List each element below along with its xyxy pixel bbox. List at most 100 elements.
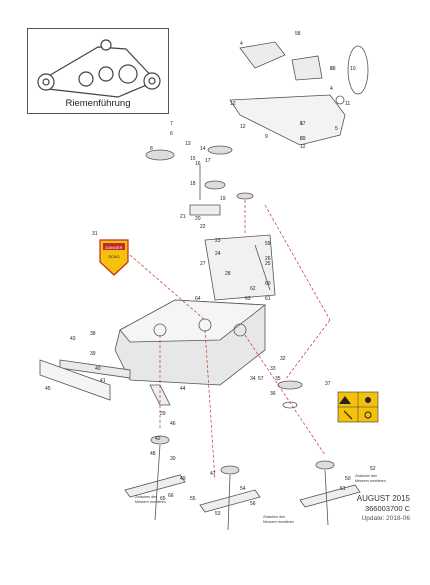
callout-number: 10 [350,66,356,72]
callout-number: 64 [195,296,201,302]
footer-part-number: 366003700 C [364,504,410,513]
document-footer: AUGUST 2015 366003700 C Update: 2018-06 [357,494,410,524]
callout-number: 65 [160,496,166,502]
callout-number: 33 [270,366,276,372]
spindle-assembly-right [315,460,335,470]
callout-number: 7 [170,121,173,127]
callout-number: 69 [300,136,306,142]
callout-number: 29 [160,411,166,417]
assembly-notes: Zwischen den Messern montieren Zwischen … [135,474,386,524]
baffle-plate [39,359,111,401]
callout-number: 49 [180,476,186,482]
note-right-line-1: Zwischen den [355,474,377,478]
idler-pulley-mid [204,180,226,190]
callout-number: 17 [205,158,211,164]
routing-pulley-left [37,73,55,91]
callout-number: 5 [335,126,338,132]
spindle-shaft-right [324,469,329,526]
callout-number: 52 [370,466,376,472]
tension-spring [254,244,271,291]
callout-number: 9 [265,134,268,140]
callout-number: 1 [300,121,303,127]
blade-left [124,474,186,498]
routing-pulley-center [98,66,114,82]
blade-center [199,489,261,513]
cover-bracket-right [291,55,323,81]
callout-number: 31 [92,231,98,237]
note-center-line-1: Zwischen den [263,515,285,519]
callout-number: 18 [190,181,196,187]
deck-top-surface [119,299,267,343]
callout-number: 2 [330,66,333,72]
callout-number: 26 [265,256,271,262]
callout-number: 53 [215,511,221,517]
callout-number: 63 [245,296,251,302]
decal-brand-text: SCAG [108,254,119,259]
callout-number: 15 [190,156,196,162]
callout-number: 57 [258,376,264,382]
routing-pulley-right-hub [148,77,156,85]
inset-title: Riemenführung [65,98,131,109]
idler-pulley-right [207,145,233,155]
footer-date: AUGUST 2015 [356,494,410,503]
decal-set [337,391,379,423]
note-right-line-2: Messern montieren [355,479,386,483]
routing-belt [39,46,158,98]
callout-number: 46 [170,421,176,427]
idler-pulley-left [145,149,175,161]
callout-number: 6 [170,131,173,137]
callout-number: 42 [155,436,161,442]
callout-number: 56 [250,501,256,507]
callout-number: 30 [170,456,176,462]
callout-number: 45 [45,386,51,392]
callout-number: 51 [340,486,346,492]
cover-bracket-left [239,41,286,69]
callout-number: 39 [90,351,96,357]
callout-number: 22 [200,224,206,230]
spindle-assembly-left [150,435,170,445]
spindle-pulley-right [277,380,303,390]
deck-spindle-hole-right [233,323,247,337]
callout-number: 8 [150,146,153,152]
callout-number: 50 [345,476,351,482]
callout-number: 59 [265,241,271,247]
deflector [59,359,131,379]
callout-number: 35 [275,376,281,382]
callout-number: 61 [265,296,271,302]
note-left-line-2: Messern montieren [135,500,166,504]
belt-routing-inset: Riemenführung [27,28,169,114]
callout-number: 28 [225,271,231,277]
callout-number: 25 [265,261,271,267]
callout-number: 12 [230,101,236,107]
routing-pulley-center-right [118,64,138,84]
callout-number: 11 [345,101,350,107]
callout-number: 14 [200,146,206,152]
spindle-shaft-center [227,474,231,531]
callout-number: 60 [265,281,271,287]
callout-number: 66 [168,493,174,499]
callout-number: 55 [190,496,196,502]
callout-number: 12 [240,124,246,130]
callout-number: 3 [300,136,303,142]
callout-number: 54 [240,486,246,492]
routing-pulley-center-left [78,71,94,87]
callout-number: 4 [240,41,243,47]
callout-number: 20 [195,216,201,222]
routing-pulley-right [143,72,161,90]
callout-number: 41 [100,378,106,384]
callout-number: 27 [200,261,206,267]
callout-number: 40 [95,366,101,372]
callout-number: 47 [210,471,216,477]
callout-number: 16 [195,161,201,167]
callout-number: 24 [215,251,221,257]
callout-number: 62 [250,286,256,292]
callout-number: 21 [180,214,186,220]
idler-arm [189,204,221,216]
routing-pulley-left-hub [42,78,50,86]
callout-number: 38 [90,331,96,337]
note-left-line-1: Zwischen den [135,495,157,499]
routing-pulley-top [100,39,112,51]
